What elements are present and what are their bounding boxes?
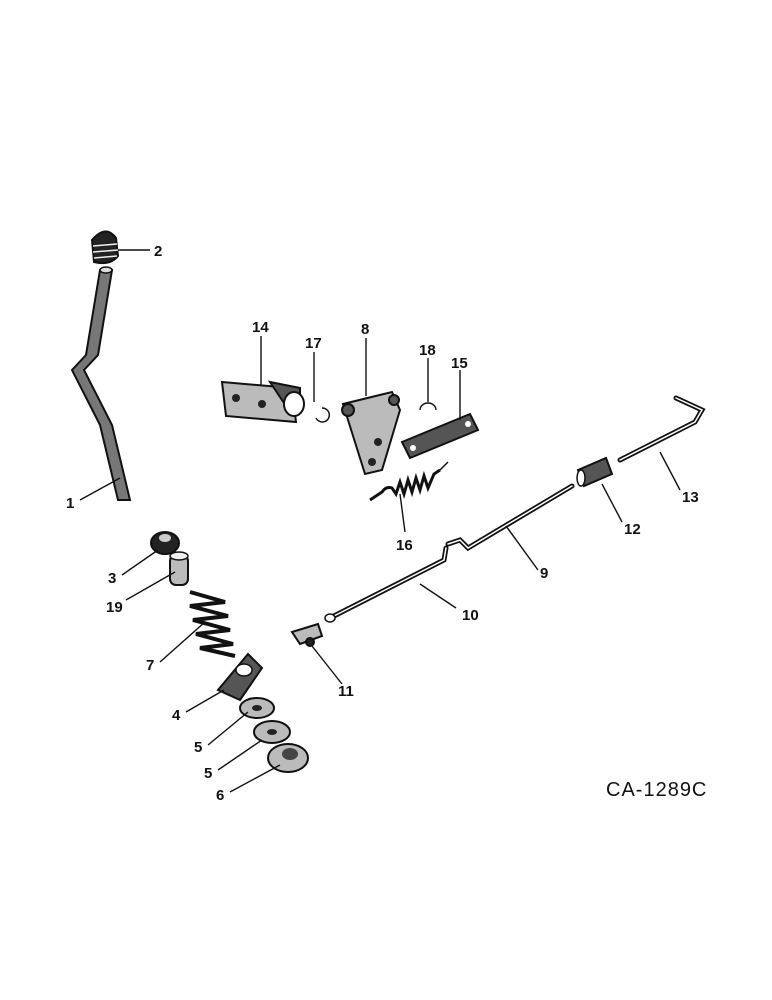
part-link — [400, 412, 480, 460]
callout-3: 3 — [108, 570, 116, 587]
part-boot — [267, 743, 309, 773]
callout-19: 19 — [106, 599, 123, 616]
part-rod-middle — [445, 483, 575, 552]
callout-13: 13 — [682, 489, 699, 506]
part-knob — [90, 230, 120, 265]
part-plate — [341, 390, 402, 476]
callout-5-b: 5 — [204, 765, 212, 782]
callout-1: 1 — [66, 495, 74, 512]
part-clip-left — [315, 407, 330, 423]
part-rod-upper — [617, 395, 706, 463]
callout-10: 10 — [462, 607, 479, 624]
callout-12: 12 — [624, 521, 641, 538]
callout-18: 18 — [419, 342, 436, 359]
part-bracket — [220, 380, 305, 424]
leader-lines — [79, 249, 681, 793]
drawing-number: CA-1289C — [606, 779, 707, 801]
callout-11: 11 — [338, 683, 354, 700]
part-tension-spring — [369, 461, 449, 502]
callout-labels: 2 1 3 19 7 4 5 5 6 14 17 8 18 15 16 9 10… — [66, 243, 699, 804]
part-clip-right — [419, 402, 437, 411]
callout-14: 14 — [252, 319, 269, 336]
part-bushing — [169, 551, 189, 586]
callout-7: 7 — [146, 657, 154, 674]
callout-5-a: 5 — [194, 739, 202, 756]
part-nut — [150, 531, 180, 555]
callout-6: 6 — [216, 787, 224, 804]
callout-9: 9 — [540, 565, 548, 582]
callout-8: 8 — [361, 321, 369, 338]
callout-17: 17 — [305, 335, 322, 352]
callout-16: 16 — [396, 537, 413, 554]
part-washer-top — [239, 697, 275, 719]
part-shift-lever — [70, 266, 132, 501]
part-rod-lower — [324, 545, 449, 623]
part-retainer — [216, 652, 264, 702]
part-swivel — [290, 622, 324, 647]
callout-2: 2 — [154, 243, 162, 260]
callout-4: 4 — [172, 707, 181, 724]
part-coupler — [576, 456, 614, 488]
part-spring — [189, 590, 236, 658]
callout-15: 15 — [451, 355, 468, 372]
part-washer-bottom — [253, 720, 291, 744]
